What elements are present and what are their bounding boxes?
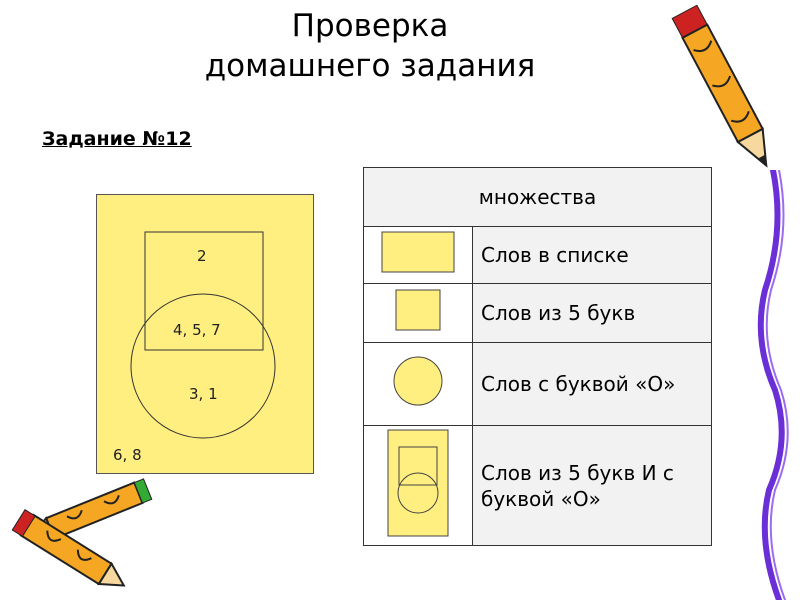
table-header-row: множества <box>363 167 712 227</box>
table-row: Слов из 5 букв И с буквой «О» <box>363 425 712 546</box>
venn-diagram: 2 4, 5, 7 3, 1 6, 8 <box>96 194 314 474</box>
sets-table: множества Слов в списке Слов из 5 букв С… <box>363 167 712 546</box>
table-row: Слов в списке <box>363 226 712 284</box>
table-row-label: Слов в списке <box>472 226 712 284</box>
circle-icon <box>363 342 473 426</box>
venn-square <box>144 231 264 351</box>
venn-intersection-icon <box>363 425 473 546</box>
venn-label-square-only: 2 <box>197 247 207 265</box>
table-row: Слов из 5 букв <box>363 283 712 343</box>
venn-label-intersection: 4, 5, 7 <box>173 321 221 339</box>
title-line-2: домашнего задания <box>204 48 536 84</box>
slide-title: Проверка домашнего задания <box>120 6 620 86</box>
table-row-label: Слов с буквой «О» <box>472 342 712 426</box>
crayons-icon <box>11 478 153 587</box>
venn-label-outside: 6, 8 <box>113 446 142 464</box>
table-row-label: Слов из 5 букв И с буквой «О» <box>472 425 712 546</box>
venn-label-circle-only: 3, 1 <box>189 385 218 403</box>
task-label: Задание №12 <box>42 128 192 150</box>
title-line-1: Проверка <box>291 8 449 44</box>
rectangle-icon <box>363 226 473 284</box>
square-icon <box>363 283 473 343</box>
table-row: Слов с буквой «О» <box>363 342 712 426</box>
ribbon-icon <box>757 170 789 600</box>
venn-shapes <box>130 231 276 439</box>
pencil-icon <box>671 4 768 168</box>
venn-circle <box>130 293 276 439</box>
table-row-label: Слов из 5 букв <box>472 283 712 343</box>
table-header: множества <box>363 167 712 227</box>
